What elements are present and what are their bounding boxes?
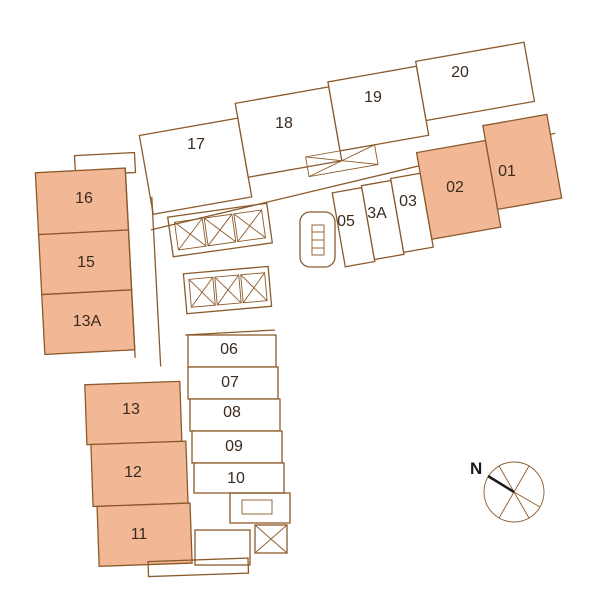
unit-06[interactable] [187, 334, 277, 368]
unit-3A-label: 3A [367, 205, 387, 222]
unit-09-label: 09 [225, 438, 243, 455]
north-arrow [487, 474, 515, 494]
west-wing-lower [84, 380, 250, 578]
unit-06-label: 06 [220, 341, 238, 358]
unit-20-label: 20 [451, 64, 469, 81]
unit-08[interactable] [189, 398, 281, 432]
compass: N [470, 459, 545, 523]
north-wing [138, 41, 563, 268]
unit-20[interactable] [414, 41, 536, 122]
north-label: N [470, 459, 482, 478]
unit-01[interactable] [482, 113, 563, 211]
unit-01-label: 01 [498, 163, 516, 180]
unit-15-label: 15 [77, 254, 95, 271]
unit-05-label: 05 [337, 213, 355, 230]
south-block [184, 329, 291, 566]
stair-core [299, 211, 336, 268]
unit-10[interactable] [193, 462, 285, 494]
unit-19[interactable] [327, 65, 430, 152]
unit-11-label: 11 [131, 526, 148, 543]
unit-17-label: 17 [187, 136, 205, 153]
unit-12-label: 12 [124, 464, 142, 481]
unit-18-label: 18 [275, 115, 293, 132]
unit-10-label: 10 [227, 470, 245, 487]
stair-void [305, 144, 379, 178]
unit-09[interactable] [191, 430, 283, 464]
west-wing-upper [34, 151, 162, 367]
unit-07-label: 07 [221, 374, 239, 391]
unit-07[interactable] [187, 366, 279, 400]
unit-16-label: 16 [75, 190, 93, 207]
unit-13-label: 13 [122, 401, 140, 418]
unit-13A-label: 13A [73, 313, 102, 330]
unit-17[interactable] [138, 117, 253, 216]
core [166, 202, 336, 315]
unit-02-label: 02 [446, 179, 464, 196]
unit-03-label: 03 [399, 193, 417, 210]
unit-11[interactable] [96, 502, 193, 567]
unit-08-label: 08 [223, 404, 241, 421]
unit-19-label: 19 [364, 89, 382, 106]
